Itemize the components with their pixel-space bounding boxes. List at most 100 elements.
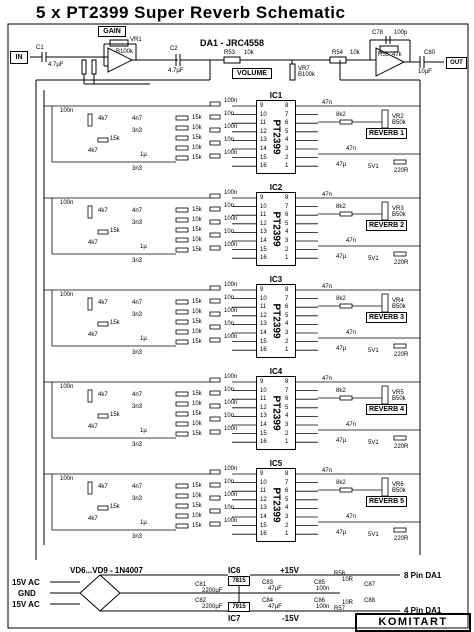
pin-left: 9 (260, 287, 264, 293)
c2-value: 4.7µF (168, 68, 184, 74)
r53-ref: R53 (224, 50, 236, 56)
pin-right: 6 (285, 488, 289, 495)
pin-right: 6 (285, 120, 289, 127)
zener-value: 5V1 (368, 164, 379, 170)
pin-left: 10 (260, 203, 267, 210)
cap-value: 10n (224, 137, 235, 143)
pin8-label: 8 Pin DA1 (404, 571, 442, 580)
pin-left: 15 (260, 430, 267, 437)
pin-right: 4 (285, 505, 289, 512)
cap-47n: 47n (322, 192, 333, 198)
pin-left: 16 (260, 163, 267, 170)
res-4k7-mid: 4k7 (88, 424, 98, 430)
cap-100n-left: 100n (60, 108, 74, 114)
ic-part: PT2399 (270, 395, 282, 431)
res-4k7-left: 4k7 (98, 484, 108, 490)
pin4-label: 4 Pin DA1 (404, 606, 442, 615)
pin-left: 13 (260, 137, 267, 144)
cap-3n3-bottom: 3n3 (132, 442, 143, 448)
volume-pot-value: B100k (298, 72, 316, 78)
minus-15v-label: -15V (282, 614, 299, 623)
cap-value: 100n (224, 466, 238, 472)
cap-1u: 1µ (140, 520, 147, 526)
ic-part: PT2399 (270, 303, 282, 339)
cap-4n7: 4n7 (132, 116, 143, 122)
cap-100n-left: 100n (60, 200, 74, 206)
plus-15v-label: +15V (280, 566, 299, 575)
pin-left: 11 (260, 212, 267, 219)
pin-left: 9 (260, 471, 264, 477)
ic-ref: IC1 (269, 91, 283, 100)
r54-ref: R54 (332, 50, 344, 56)
res-8k2: 8k2 (336, 296, 346, 302)
pin-left: 14 (260, 330, 267, 336)
pin-right: 1 (285, 255, 289, 262)
cap-4n7: 4n7 (132, 484, 143, 490)
res-value: 10k (192, 401, 202, 407)
diodes-label: VD6...VD9 - 1N4007 (70, 566, 143, 575)
res-value: 10k (192, 145, 202, 151)
cap-47n-right: 47n (346, 514, 357, 520)
pin-left: 11 (260, 396, 267, 403)
cap-value: 100n (224, 400, 238, 406)
gain-pot-ref: VR1 (130, 37, 142, 43)
pin-right: 4 (285, 321, 289, 328)
c87-ref: C87 (364, 582, 376, 588)
res-4k7-mid: 4k7 (88, 516, 98, 522)
res-4k7-mid: 4k7 (88, 148, 98, 154)
cap-47n: 47n (322, 468, 333, 474)
pin-left: 13 (260, 229, 267, 236)
cap-47n-right: 47n (346, 330, 357, 336)
pin-right: 1 (285, 439, 289, 446)
r55-ref: R55 (378, 52, 390, 58)
res-value: 15k (192, 431, 202, 437)
cap-3n3: 3n3 (132, 312, 143, 318)
r53-value: 10k (244, 50, 254, 56)
pin-right: 8 (285, 195, 289, 201)
c1-ref: C1 (36, 45, 44, 51)
cap-47u: 47µ (336, 346, 347, 352)
pin-right: 7 (285, 479, 289, 486)
reverb-label: REVERB 3 (369, 314, 405, 321)
pin-right: 7 (285, 111, 289, 118)
volume-pot-ref: VR7 (298, 66, 310, 72)
cap-value: 10n (224, 413, 235, 419)
pin-left: 16 (260, 347, 267, 354)
res-value: 15k (192, 247, 202, 253)
pin-right: 5 (285, 404, 289, 411)
cap-2200-top: 2200µF (202, 588, 223, 594)
volume-label: VOLUME (237, 70, 267, 77)
pot-ref: VR2 (392, 114, 404, 120)
pin-right: 1 (285, 347, 289, 354)
pot-ref: VR3 (392, 206, 404, 212)
res-value: 15k (192, 155, 202, 161)
ic-part: PT2399 (270, 211, 282, 247)
cap-3n3-bottom: 3n3 (132, 166, 143, 172)
pin-left: 10 (260, 295, 267, 302)
c80-ref: C80 (424, 50, 436, 56)
ic-ref: IC3 (269, 275, 283, 284)
pin-right: 5 (285, 496, 289, 503)
cap-3n3: 3n3 (132, 220, 143, 226)
pin-left: 10 (260, 479, 267, 486)
cap-47u: 47µ (336, 438, 347, 444)
cap-value: 100n (224, 124, 238, 130)
pin-right: 6 (285, 304, 289, 311)
res-8k2: 8k2 (336, 388, 346, 394)
ic6-ref: IC6 (228, 566, 241, 575)
cap-value: 100n (224, 518, 238, 524)
regulator-7815: 7815 (228, 576, 250, 586)
zener-value: 5V1 (368, 256, 379, 262)
cap-value: 100n (224, 216, 238, 222)
res-4k7-mid: 4k7 (88, 240, 98, 246)
pot-value: B50k (392, 488, 406, 494)
cap-47n-right: 47n (346, 146, 357, 152)
c82-ref: C82 (195, 598, 207, 604)
r56-ref: R56 (334, 571, 346, 577)
cap-3n3-bottom: 3n3 (132, 534, 143, 540)
cap-value: 100n (224, 492, 238, 498)
pin-right: 5 (285, 128, 289, 135)
r57-value: 10R (342, 600, 354, 606)
